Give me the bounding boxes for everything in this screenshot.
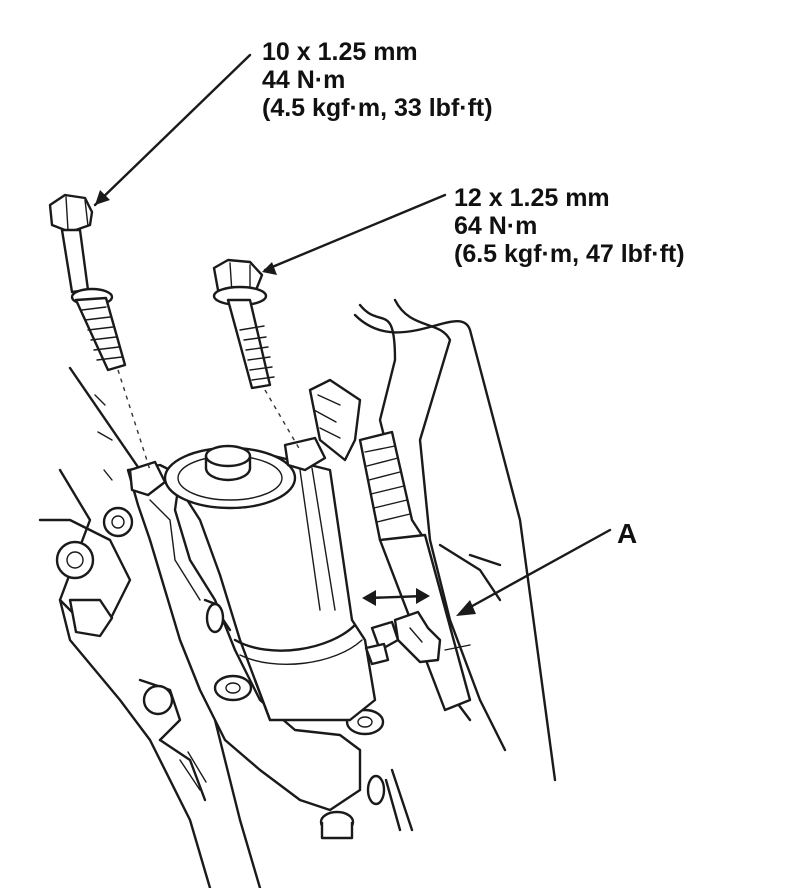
bolt-1-size: 10 x 1.25 mm [262, 38, 418, 66]
clamp-a [362, 528, 612, 664]
bolt-2-torque-nm: 64 N·m [454, 212, 538, 240]
bolt-2-torque-alt: (6.5 kgf·m, 47 lbf·ft) [454, 240, 685, 268]
part-a-label: A [617, 518, 638, 549]
engine-block [38, 366, 262, 888]
lower-fittings [319, 768, 414, 840]
bolt-1-torque-alt: (4.5 kgf·m, 33 lbf·ft) [262, 94, 493, 122]
starter-flange [126, 463, 385, 812]
bolt-12mm [212, 258, 301, 451]
bolt-leader-lines [93, 53, 447, 275]
bolt-2-size: 12 x 1.25 mm [454, 184, 610, 212]
bolt-10mm [48, 193, 151, 471]
starter-motor [128, 436, 400, 722]
bolt-2-callout: 12 x 1.25 mm 64 N·m (6.5 kgf·m, 47 lbf·f… [454, 184, 685, 268]
bolt-1-callout: 10 x 1.25 mm 44 N·m (4.5 kgf·m, 33 lbf·f… [262, 38, 493, 122]
bolt-1-torque-nm: 44 N·m [262, 66, 346, 94]
